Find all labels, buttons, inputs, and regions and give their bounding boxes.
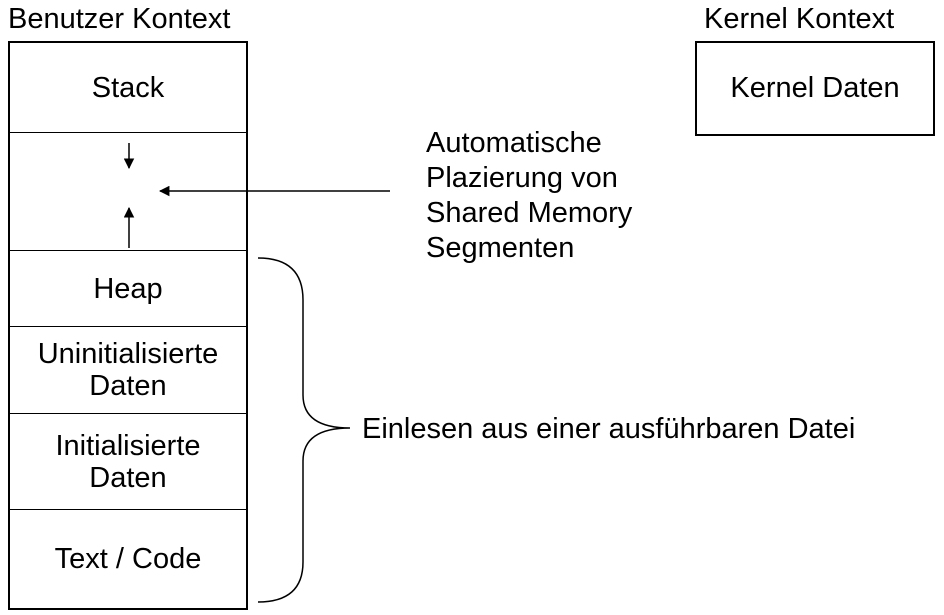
init-divider xyxy=(10,509,246,510)
executable-brace xyxy=(257,257,351,603)
shared-memory-note-line3: Shared Memory xyxy=(426,197,633,229)
heap-divider xyxy=(10,326,246,327)
shared-memory-note-line4: Segmenten xyxy=(426,232,575,264)
shared-memory-note-line2: Plazierung von xyxy=(426,162,618,194)
stack-label: Stack xyxy=(91,71,165,104)
init-label-line1: Initialisierte xyxy=(55,429,201,462)
heap-label: Heap xyxy=(93,272,163,305)
text-code-label: Text / Code xyxy=(54,543,202,575)
kernel-data-box: Kernel Daten xyxy=(695,41,935,136)
kernel-context-title: Kernel Kontext xyxy=(704,3,895,35)
uninit-label-line2: Daten xyxy=(89,370,167,402)
heap-segment: Heap xyxy=(10,251,246,326)
executable-file-note: Einlesen aus einer ausführbaren Datei xyxy=(362,413,856,445)
init-label-line2: Daten xyxy=(89,461,167,494)
stack-segment: Stack xyxy=(10,43,246,132)
stack-divider xyxy=(10,132,246,133)
uninitialized-data-segment: Uninitialisierte Daten xyxy=(10,327,246,413)
user-context-title: Benutzer Kontext xyxy=(8,3,231,35)
shared-memory-note: Automatische Plazierung von Shared Memor… xyxy=(426,126,632,266)
free-space-divider xyxy=(10,250,246,251)
shared-memory-note-line1: Automatische xyxy=(426,127,602,159)
initialized-data-segment: Initialisierte Daten xyxy=(10,414,246,509)
uninit-label-line1: Uninitialisierte xyxy=(37,338,219,370)
text-code-segment: Text / Code xyxy=(10,510,246,608)
kernel-data-label: Kernel Daten xyxy=(730,72,900,104)
uninit-divider xyxy=(10,413,246,414)
user-context-memory-box: Stack Heap Uninitialisierte Daten Initia… xyxy=(8,41,248,610)
